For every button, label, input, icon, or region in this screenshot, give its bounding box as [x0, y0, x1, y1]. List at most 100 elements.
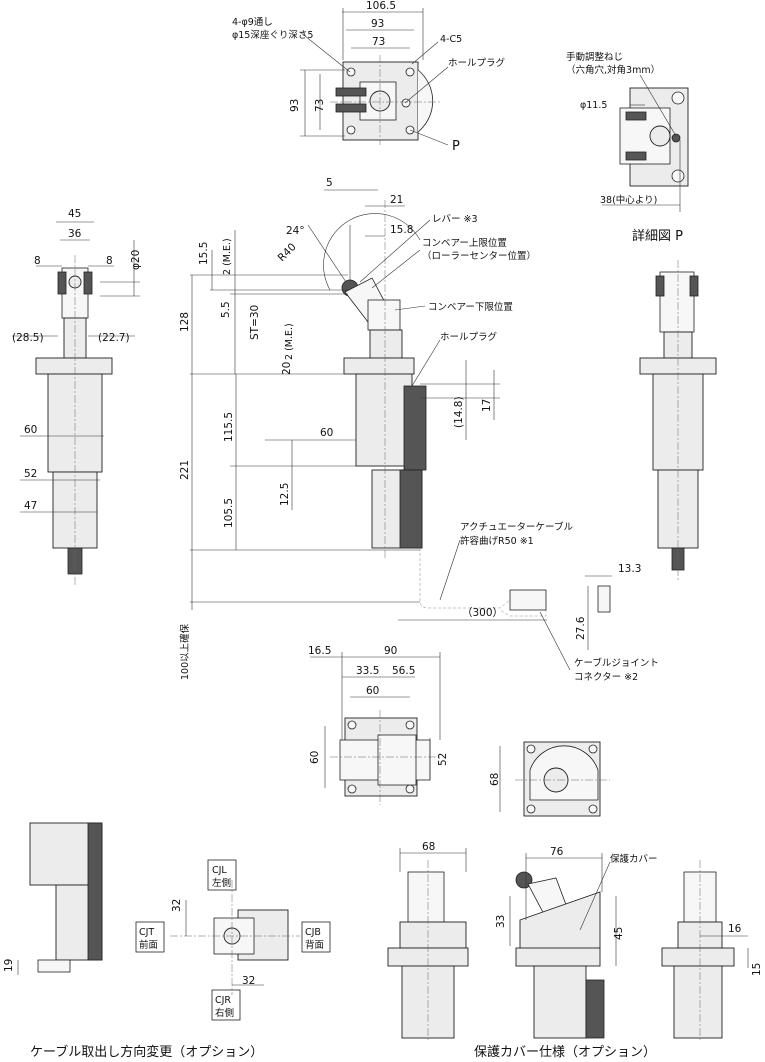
dim-52-bottom: 52 [437, 753, 449, 766]
right-fork-head [659, 271, 695, 333]
connector-end [597, 585, 611, 613]
lever-swing-arc [323, 213, 421, 291]
dim-52-side: 52 [24, 468, 37, 480]
dim-300: （300） [462, 607, 503, 619]
adjust-screw [671, 133, 681, 143]
lever-label: レバー ※3 [432, 214, 478, 225]
conveyor-upper-sub-label: （ローラーセンター位置） [422, 250, 536, 262]
rod-cover [63, 317, 87, 359]
dim-8-left: 8 [34, 255, 41, 267]
dim-me-bottom: 2 (M.E.) [284, 323, 295, 360]
flange [35, 357, 113, 375]
detail-p-title: 詳細図 P [632, 228, 683, 244]
dim-60-bottom-h: 60 [309, 751, 321, 764]
body-upper [355, 373, 413, 467]
dim-90: 90 [384, 645, 397, 657]
dim-12-5: 12.5 [279, 483, 291, 506]
cover-mid-body [533, 965, 587, 1039]
hole-note-2: φ15深座ぐり深さ5 [232, 29, 313, 41]
side-rail [403, 385, 427, 471]
front-view: 5 21 15.8 24° R40 15.5 2 (M.E.) 5.5 ST=3… [179, 177, 659, 683]
dim-33-5: 33.5 [356, 665, 379, 677]
dim-19: 19 [3, 959, 15, 972]
cable-direction-caption: ケーブル取出し方向変更（オプション） [30, 1044, 263, 1060]
cjt-code: CJT [139, 927, 154, 938]
hole-plug-label-front: ホールプラグ [440, 331, 498, 343]
screw-note-1: 手動調整ねじ [566, 51, 623, 63]
cjt-box [135, 921, 165, 953]
connector-sub-label: コネクター ※2 [574, 672, 638, 683]
cjb-label: 背面 [305, 939, 324, 951]
dim-16: 16 [728, 923, 742, 935]
bottom-view: 16.5 90 33.5 56.5 60 60 52 [308, 645, 449, 805]
cjl-box [207, 859, 237, 891]
chamfer-note: 4-C5 [440, 34, 462, 45]
dim-36: 36 [68, 228, 82, 240]
cjt-label: 前面 [139, 939, 158, 951]
hole-note-1: 4-φ9通し [232, 17, 273, 28]
dim-68-cover: 68 [422, 841, 435, 853]
dim-68-cover-top: 68 [489, 773, 501, 786]
dim-16-5: 16.5 [308, 645, 331, 657]
actuator-cable [419, 548, 547, 617]
left-side-view: 45 36 8 8 φ20 (28.5) (22.7) 60 52 47 [12, 208, 142, 585]
dim-93-v: 93 [289, 99, 301, 112]
roller-arc [417, 69, 434, 133]
cable-direction-view: 19 32 32 CJL 左側 CJT 前面 CJB 背面 CJR 右側 ケーブ… [3, 822, 331, 1060]
lever-arm [335, 87, 367, 97]
dim-15-8: 15.8 [390, 224, 413, 236]
cable-connector [509, 589, 547, 611]
dim-5-5: 5.5 [220, 301, 232, 318]
dim-128: 128 [179, 312, 191, 332]
dim-21: 21 [390, 194, 403, 206]
dim-phi-20: φ20 [130, 250, 142, 270]
dim-76: 76 [550, 846, 564, 858]
bolt-hole [405, 67, 415, 77]
dim-14-8: (14.8) [453, 396, 465, 428]
flange [343, 357, 415, 375]
dim-5: 5 [326, 177, 333, 189]
cover-left-head [407, 871, 445, 923]
dim-60-bottom-w: 60 [366, 685, 379, 697]
screw-note-2: （六角穴,対角3mm） [566, 64, 660, 76]
clearance-label: 100以上確保 [179, 623, 191, 680]
cover-spec-caption: 保護カバー仕様（オプション） [474, 1044, 656, 1060]
dim-73-v: 73 [314, 99, 326, 112]
cjr-box [211, 989, 241, 1021]
dim-32-h: 32 [242, 975, 255, 987]
bottom-head [377, 734, 417, 786]
dim-45: 45 [613, 927, 625, 940]
dim-105-5: 105.5 [223, 498, 235, 528]
bolt-hole [346, 125, 356, 135]
cable-bend-label: 許容曲げR50 ※1 [460, 535, 534, 547]
dim-60-front: 60 [320, 427, 333, 439]
cover-right-body [673, 965, 723, 1039]
cjb-box [301, 921, 331, 953]
dim-17: 17 [481, 399, 493, 412]
dim-73-h: 73 [372, 36, 385, 48]
dim-38-center: 38(中心より) [600, 194, 657, 206]
dim-me-top: 2 (M.E.) [222, 238, 233, 275]
conveyor-upper-label: コンベアー上限位置 [422, 237, 507, 249]
hole-plug-label: ホールプラグ [448, 57, 506, 69]
dim-93-h: 93 [371, 18, 384, 30]
conveyor-lower-label: コンベアー下限位置 [428, 301, 513, 313]
dim-33: 33 [495, 915, 507, 928]
dim-47-side: 47 [24, 500, 37, 512]
detail-p-view: 手動調整ねじ （六角穴,対角3mm） φ11.5 38(中心より) 詳細図 P [566, 51, 689, 244]
dim-20-front: 20 [281, 362, 293, 375]
dim-27-6: 27.6 [575, 616, 587, 640]
cover-spec-view: 68 76 33 45 保護カバー 16 15 保護カバー仕様（オプション） [387, 841, 763, 1060]
dim-8-right: 8 [106, 255, 113, 267]
dim-15: 15 [751, 963, 763, 976]
dim-32-v: 32 [171, 899, 183, 912]
dim-106-5: 106.5 [366, 0, 396, 12]
side-cable-exit [37, 959, 71, 973]
dim-115-5: 115.5 [223, 412, 235, 442]
hole-plug-mark [401, 98, 411, 108]
cjr-label: 右側 [215, 1007, 234, 1019]
cjl-label: 左側 [212, 877, 231, 889]
cable-label: アクチュエーターケーブル [460, 521, 573, 533]
dim-56-5: 56.5 [392, 665, 415, 677]
